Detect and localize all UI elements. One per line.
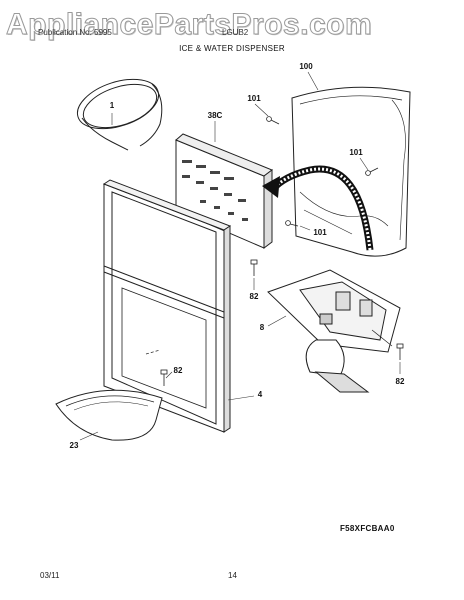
screw-101-bottom xyxy=(285,220,299,227)
callout-1: 1 xyxy=(110,101,115,110)
screw-101-top xyxy=(266,116,280,125)
model-number: LGUB2 xyxy=(222,28,249,37)
screws-101 xyxy=(266,116,379,227)
screw-82-upper xyxy=(250,259,258,276)
publication-number: Publication No. 5995 xyxy=(38,28,112,37)
leader-line-82b xyxy=(165,371,173,379)
callout-82-upper: 82 xyxy=(250,292,259,301)
part-23-drip-tray xyxy=(55,389,163,441)
part-8-actuator-assembly xyxy=(267,269,401,393)
callout-82-lower-left: 82 xyxy=(174,366,183,375)
callout-82-lower-right: 82 xyxy=(396,377,405,386)
screw-82-lower-right xyxy=(396,343,404,360)
callout-100: 100 xyxy=(299,62,313,71)
callout-4: 4 xyxy=(258,390,263,399)
footer-page-number: 14 xyxy=(228,571,237,580)
leader-line-101a xyxy=(254,103,269,117)
part-1-tubing xyxy=(76,78,163,151)
assembly-arrow xyxy=(262,165,374,251)
callout-38c: 38C xyxy=(208,111,223,120)
screw-82-lower-left xyxy=(160,369,168,386)
callout-101-top: 101 xyxy=(247,94,261,103)
watermark-logo: AppliancePartsPros.com xyxy=(6,8,373,42)
screw-101-right xyxy=(365,167,379,176)
leader-line-4 xyxy=(227,395,255,401)
screws-82 xyxy=(160,259,404,386)
callout-101-right: 101 xyxy=(349,148,363,157)
part-4-dispenser-frame xyxy=(102,179,232,433)
figure-code: F58XFCBAA0 xyxy=(340,524,395,533)
section-title: ICE & WATER DISPENSER xyxy=(179,44,285,53)
leader-line-8 xyxy=(267,315,287,327)
callout-23: 23 xyxy=(70,441,79,450)
leader-line-23 xyxy=(79,431,99,441)
callout-101-bottom: 101 xyxy=(313,228,327,237)
leader-line-100 xyxy=(307,71,319,91)
leader-line-101c xyxy=(299,225,311,231)
part-100-dispenser-housing xyxy=(291,86,411,257)
callout-8: 8 xyxy=(260,323,265,332)
leader-line-101b xyxy=(359,157,369,171)
footer-date: 03/11 xyxy=(40,571,60,580)
part-38c-control-panel xyxy=(175,133,274,249)
